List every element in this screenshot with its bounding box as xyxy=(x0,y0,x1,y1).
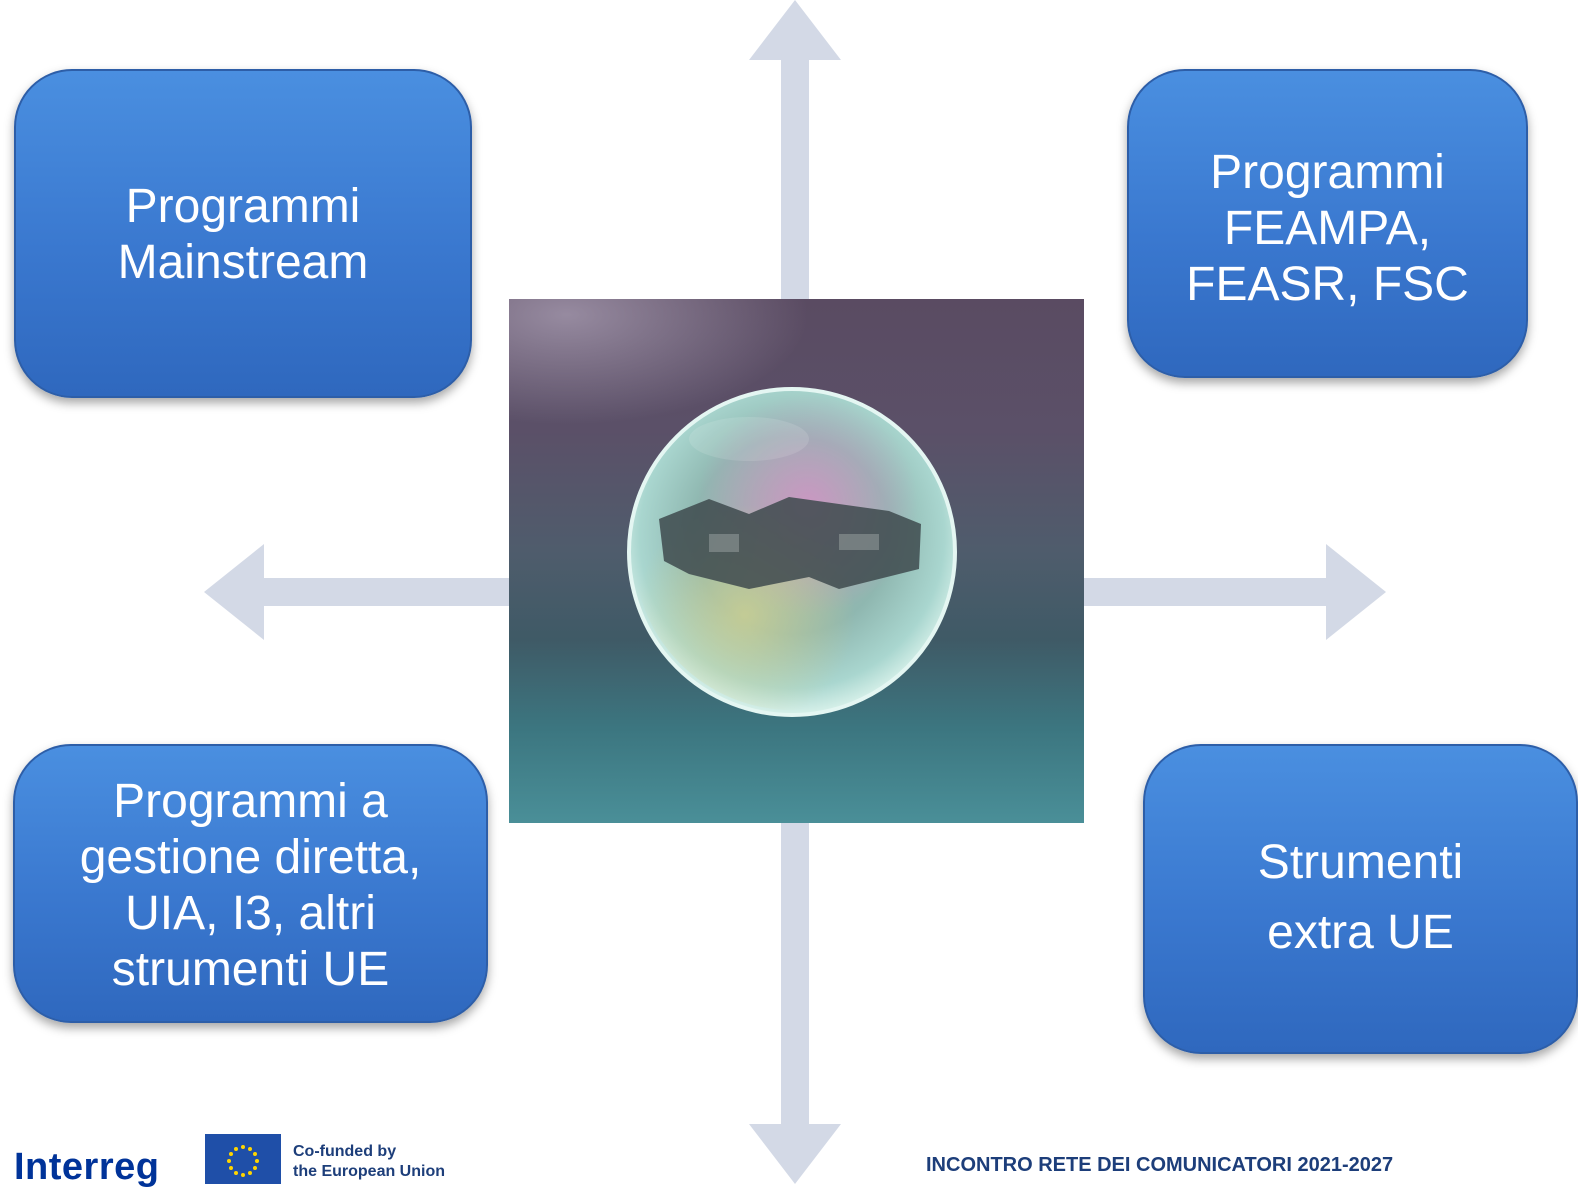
soap-bubble-photo xyxy=(509,299,1084,823)
arrow-head-up xyxy=(749,0,841,60)
arrow-head-down xyxy=(749,1124,841,1184)
cofunded-label: Co-funded by the European Union xyxy=(293,1143,445,1180)
box-programmi-gestione-diretta: Programmi a gestione diretta, UIA, I3, a… xyxy=(13,744,488,1023)
event-title: INCONTRO RETE DEI COMUNICATORI 2021-2027 xyxy=(926,1154,1394,1176)
bubble-reflection xyxy=(659,497,921,589)
interreg-logo: Interreg xyxy=(14,1146,160,1188)
box-strumenti-extra-ue: Strumenti extra UE xyxy=(1143,744,1578,1054)
eu-flag-icon xyxy=(205,1134,281,1184)
arrow-head-left xyxy=(204,544,264,640)
arrow-head-right xyxy=(1326,544,1386,640)
box-label: Programmi FEAMPA, FEASR, FSC xyxy=(1186,146,1469,312)
box-label: Programmi a gestione diretta, UIA, I3, a… xyxy=(79,775,422,997)
box-label: Programmi Mainstream xyxy=(117,180,369,290)
box-programmi-feampa: Programmi FEAMPA, FEASR, FSC xyxy=(1127,69,1528,378)
box-label: Strumenti extra UE xyxy=(1257,836,1464,959)
box-programmi-mainstream: Programmi Mainstream xyxy=(14,69,472,398)
